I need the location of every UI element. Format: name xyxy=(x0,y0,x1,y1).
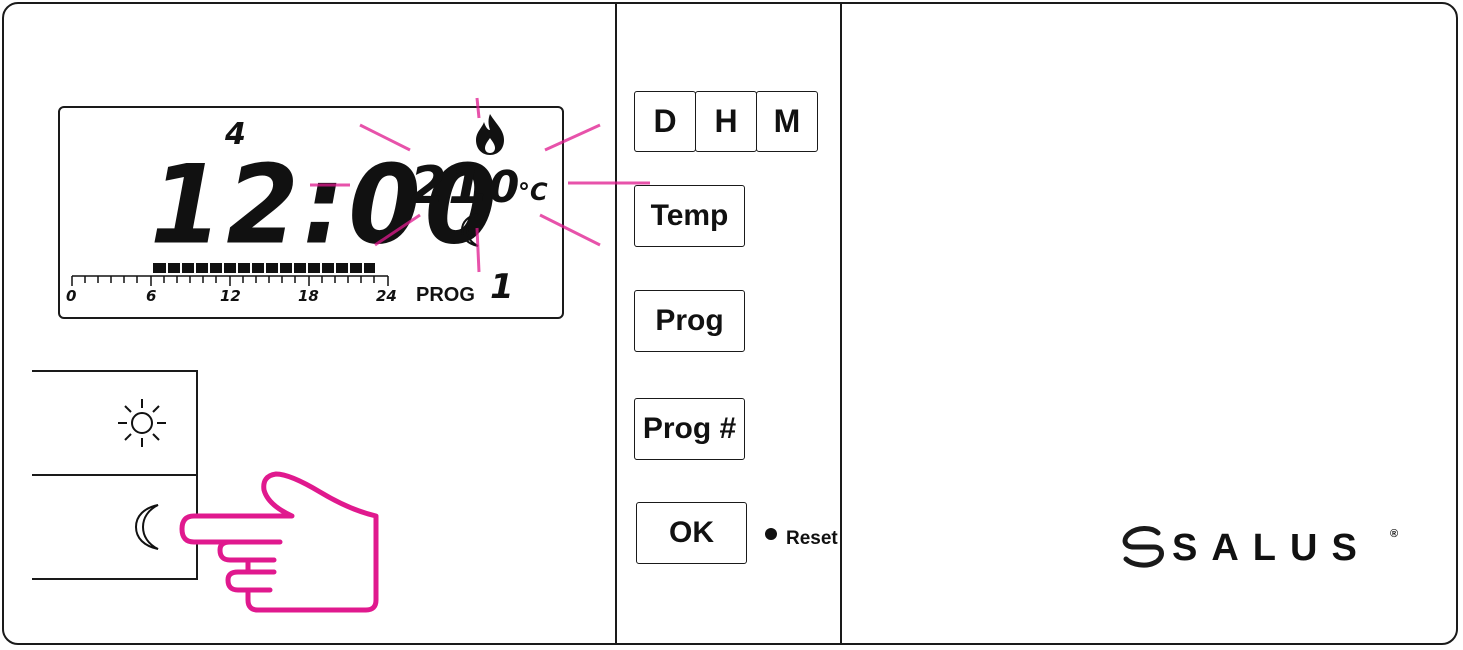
timeline-tick-12: 12 xyxy=(220,287,241,305)
prog-button[interactable]: Prog xyxy=(634,290,745,352)
panel-divider-right xyxy=(840,2,842,645)
salus-logo-icon xyxy=(1122,526,1164,568)
reset-hole[interactable] xyxy=(765,528,777,540)
lcd-temperature-unit: °C xyxy=(518,178,548,206)
timeline-tick-18: 18 xyxy=(298,287,319,305)
lcd-display xyxy=(58,106,564,319)
timeline-tick-6: 6 xyxy=(146,287,157,305)
brand-name: SALUS xyxy=(1172,527,1371,569)
minute-button[interactable]: M xyxy=(756,91,818,152)
economy-button[interactable] xyxy=(32,474,198,580)
lcd-prog-number: 1 xyxy=(490,267,514,307)
lcd-time: 12:00 xyxy=(150,140,502,269)
sun-icon xyxy=(118,399,166,447)
prog-number-button[interactable]: Prog # xyxy=(634,398,745,460)
lcd-prog-label: PROG xyxy=(416,284,475,306)
timeline-tick-0: 0 xyxy=(66,287,77,305)
comfort-button[interactable] xyxy=(32,370,198,476)
hour-button[interactable]: H xyxy=(695,91,757,152)
day-button[interactable]: D xyxy=(634,91,696,152)
reset-label: Reset xyxy=(786,528,838,549)
temp-button[interactable]: Temp xyxy=(634,185,745,247)
flame-icon xyxy=(476,114,504,155)
lcd-temperature-decimal: .0 xyxy=(472,162,520,213)
lcd-day: 4 xyxy=(225,117,246,152)
panel-divider-left xyxy=(615,2,617,645)
brand-registered-mark: ® xyxy=(1390,528,1399,540)
ok-button[interactable]: OK xyxy=(636,502,747,564)
moon-icon xyxy=(134,504,159,550)
lcd-temperature-whole: 21 xyxy=(410,156,487,216)
timeline-tick-24: 24 xyxy=(376,287,397,305)
